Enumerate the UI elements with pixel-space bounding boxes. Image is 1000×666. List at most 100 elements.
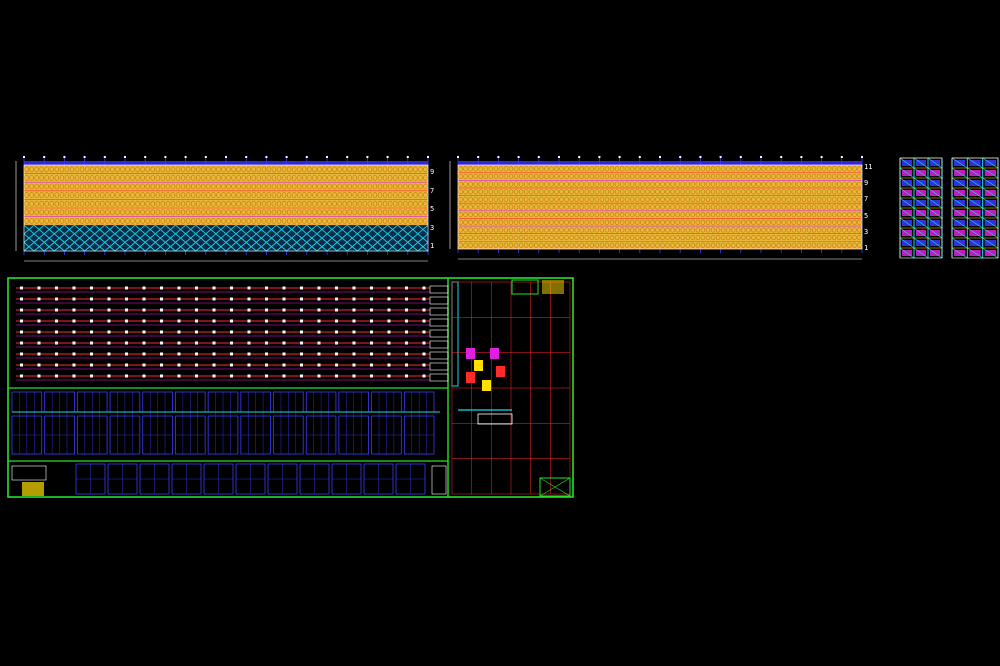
pallet-ring [690, 196, 696, 203]
pallet-ring [206, 166, 211, 173]
pallet-ring [508, 234, 514, 241]
pallet-ring [594, 181, 600, 187]
pallet-ring [79, 192, 85, 199]
rack-upright [265, 352, 268, 356]
section-brace [927, 247, 943, 259]
pallet-ring [296, 217, 302, 224]
pallet-ring [730, 227, 736, 233]
pallet-ring [619, 189, 625, 195]
pallet-ring [584, 196, 590, 203]
pallet-ring [806, 219, 812, 225]
pallet-ring [423, 192, 428, 199]
pallet-ring [776, 211, 781, 218]
rack-upright [335, 319, 338, 323]
pallet-ring [640, 204, 645, 210]
pallet-ring [624, 166, 630, 172]
pallet-ring [680, 227, 685, 233]
rack-upright [300, 319, 303, 323]
pallet-ring [736, 196, 741, 203]
pallet-ring [317, 217, 322, 224]
pallet-ring [534, 219, 539, 225]
pallet-ring [216, 174, 221, 181]
pallet-ring [347, 166, 352, 173]
pallet-ring [170, 183, 176, 190]
pallet-ring [781, 234, 786, 241]
pallet-ring [357, 200, 363, 207]
pallet-ring [528, 227, 534, 233]
pallet-ring [498, 219, 504, 225]
pallet-ring [685, 227, 691, 233]
section-brace [982, 227, 999, 239]
pallet-ring [725, 242, 731, 248]
pallet-ring [190, 174, 196, 181]
rack-upright [160, 341, 163, 345]
pallet-ring [816, 234, 822, 241]
pallet-ring [39, 192, 44, 199]
pallet-ring [746, 196, 751, 203]
pallet-ring [821, 181, 827, 187]
pallet-ring [246, 217, 251, 224]
pallet-ring [221, 200, 226, 207]
pallet-ring [302, 200, 307, 207]
rack-upright [387, 341, 391, 345]
pallet-ring [710, 211, 716, 218]
pallet-ring [120, 166, 125, 173]
pallet-ring [94, 217, 100, 224]
pallet-ring [736, 227, 741, 233]
pallet-ring [624, 219, 630, 225]
pallet-ring [534, 181, 539, 187]
pallet-ring [811, 227, 817, 233]
pallet-ring [816, 196, 822, 203]
rack-upright [422, 319, 426, 323]
pallet-ring [736, 166, 741, 172]
pallet-ring [413, 200, 418, 207]
brace [245, 242, 257, 252]
brace [346, 233, 358, 243]
pallet-ring [720, 173, 726, 180]
pallet-ring [544, 181, 549, 187]
post-head [63, 156, 66, 158]
pallet-ring [852, 196, 857, 203]
pallet-ring [125, 183, 130, 190]
pallet-ring [190, 209, 196, 216]
equipment [474, 360, 483, 371]
pallet-ring [523, 234, 529, 241]
pallet-ring [660, 227, 665, 233]
pallet-ring [690, 234, 696, 241]
pallet-ring [226, 192, 231, 199]
pallet-ring [806, 234, 812, 241]
pallet-ring [488, 196, 494, 203]
pallet-ring [503, 181, 509, 187]
pallet-ring [180, 174, 186, 181]
brace-row [24, 233, 428, 243]
rack-upright [177, 374, 181, 378]
pallet-ring [458, 227, 463, 233]
pallet-ring [837, 211, 842, 218]
rack-upright [370, 374, 373, 378]
pallet-ring [256, 209, 262, 216]
pallet-ring [468, 166, 473, 172]
pallet-ring [670, 227, 675, 233]
pallet-ring [332, 209, 337, 216]
pallet-ring [423, 217, 428, 224]
pallet-ring [564, 196, 569, 203]
pallet-ring [635, 234, 640, 241]
pallet-ring [337, 183, 342, 190]
rack-upright [90, 352, 93, 356]
pallet-ring [513, 211, 519, 218]
pallet-ring [155, 200, 161, 207]
rack-upright [212, 363, 216, 367]
rack-upright [387, 297, 391, 301]
pallet-ring [317, 166, 322, 173]
level-label: 5 [864, 211, 869, 220]
pallet-ring [660, 211, 665, 218]
section-brace [913, 207, 929, 219]
pallet-ring [842, 166, 847, 172]
pallet-ring [408, 200, 413, 207]
pallet-ring [710, 196, 716, 203]
post-head [326, 156, 328, 158]
rack-upright [282, 308, 286, 312]
pallet-ring [685, 234, 691, 241]
rack-upright [212, 341, 216, 345]
